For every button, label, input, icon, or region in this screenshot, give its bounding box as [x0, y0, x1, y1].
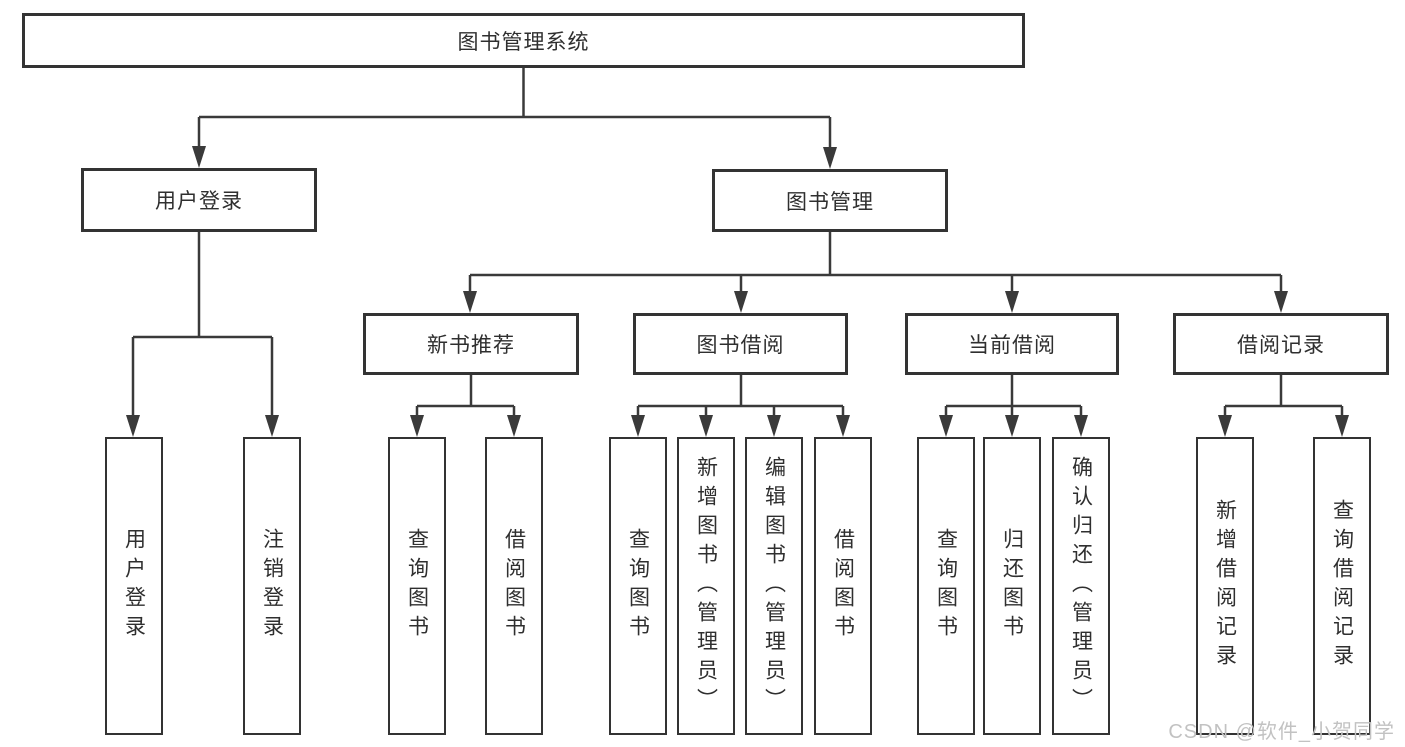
leaf-add-borrow-record: 新增借阅记录 [1196, 437, 1254, 735]
leaf-confirm-return-admin: 确认归还（管理员） [1052, 437, 1110, 735]
leaf-return-books: 归还图书 [983, 437, 1041, 735]
leaf-borrow-books-recommend: 借阅图书 [485, 437, 543, 735]
node-borrowing-records: 借阅记录 [1173, 313, 1389, 375]
arrowheads [126, 146, 1349, 437]
leaf-add-books-admin: 新增图书（管理员） [677, 437, 735, 735]
leaf-edit-books-admin: 编辑图书（管理员） [745, 437, 803, 735]
leaf-query-borrow-record: 查询借阅记录 [1313, 437, 1371, 735]
node-current-borrowing: 当前借阅 [905, 313, 1119, 375]
node-library-management-system: 图书管理系统 [22, 13, 1025, 68]
leaf-borrow-books-borrowing: 借阅图书 [814, 437, 872, 735]
leaf-query-books-current: 查询图书 [917, 437, 975, 735]
leaf-query-books-recommend: 查询图书 [388, 437, 446, 735]
node-new-book-recommend: 新书推荐 [363, 313, 579, 375]
node-book-management: 图书管理 [712, 169, 948, 232]
csdn-watermark: CSDN @软件_小贺同学 [1168, 721, 1395, 743]
node-book-borrowing: 图书借阅 [633, 313, 848, 375]
node-user-login-group: 用户登录 [81, 168, 317, 232]
leaf-user-login: 用户登录 [105, 437, 163, 735]
leaf-logout-login: 注销登录 [243, 437, 301, 735]
leaf-query-books-borrowing: 查询图书 [609, 437, 667, 735]
